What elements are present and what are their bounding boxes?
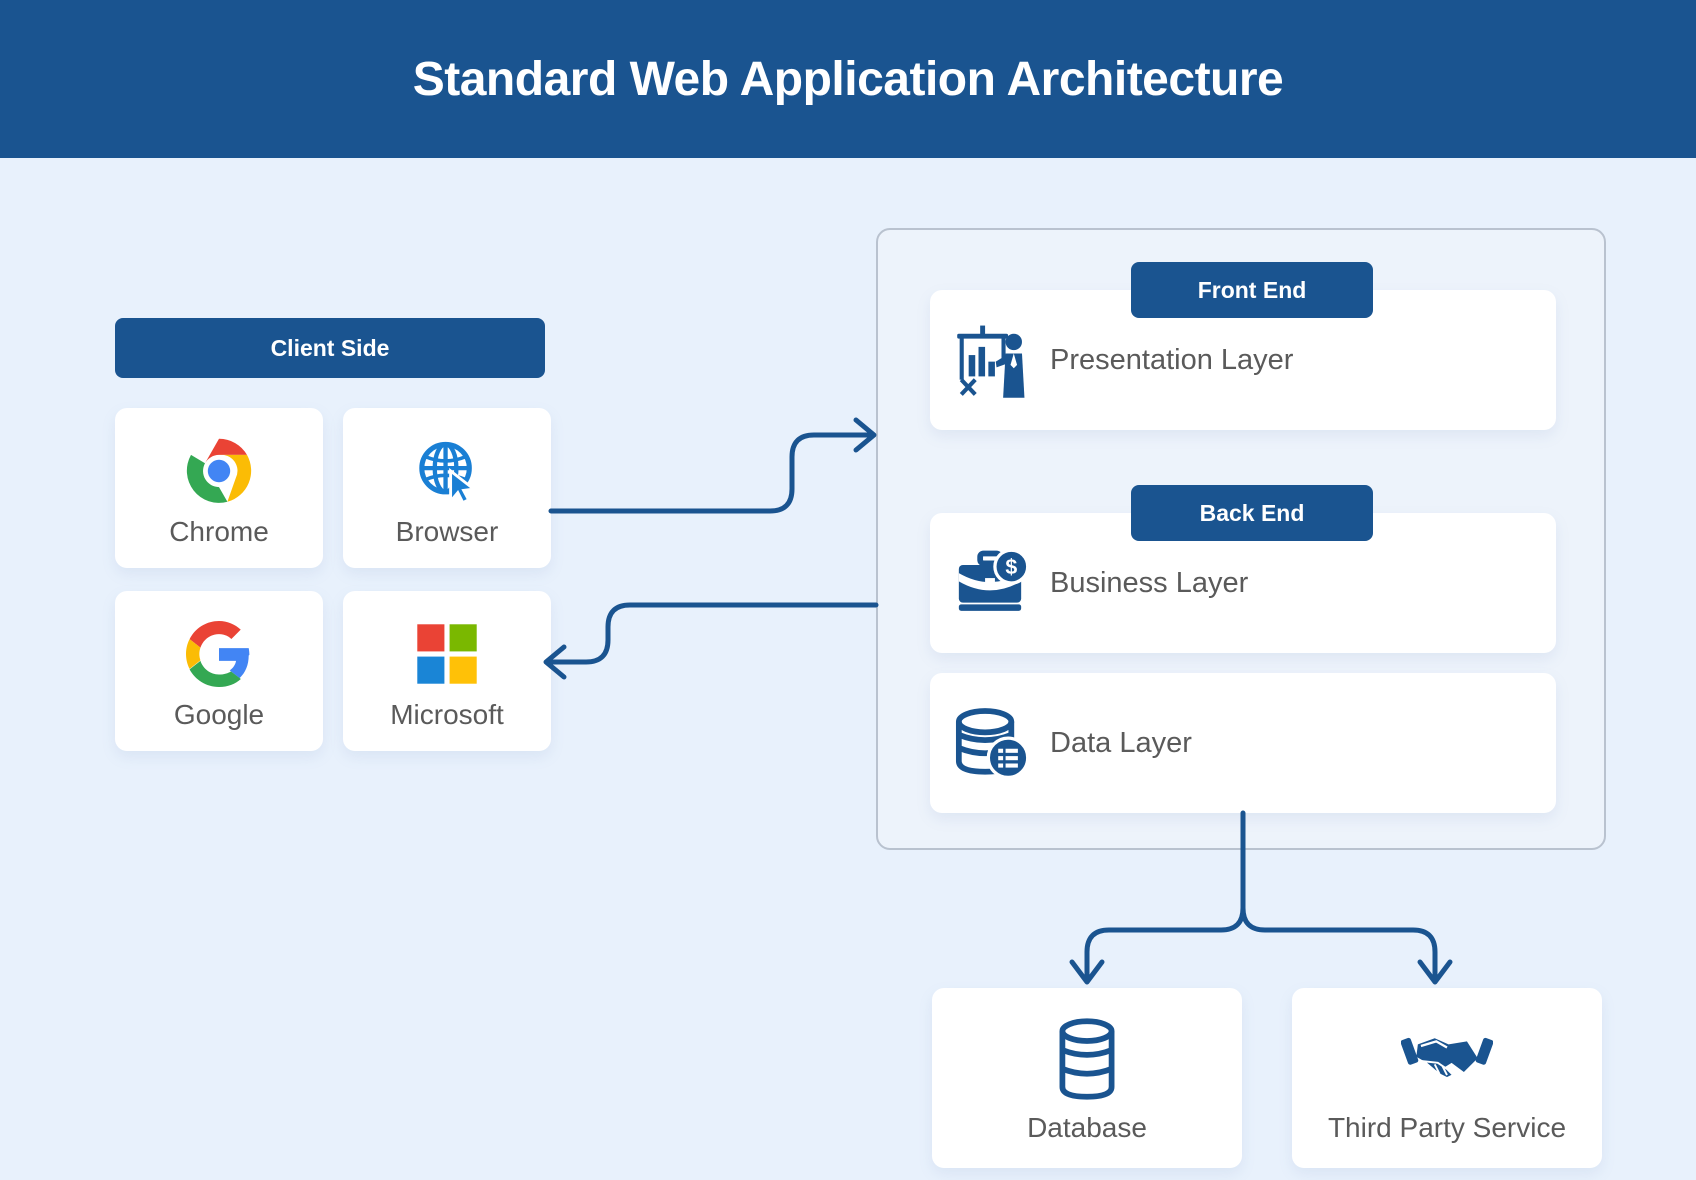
client-tile-label: Microsoft	[390, 699, 504, 730]
database-cylinder-icon	[932, 1016, 1242, 1102]
layer-card-label: Presentation Layer	[1050, 343, 1294, 376]
client-tile-microsoft[interactable]: Microsoft	[343, 591, 551, 751]
layer-card-label: Business Layer	[1050, 566, 1249, 599]
client-tile-chrome[interactable]: Chrome	[115, 408, 323, 568]
presenter-chart-icon	[930, 319, 1050, 401]
client-tile-browser[interactable]: Browser	[343, 408, 551, 568]
client-tile-label: Chrome	[169, 516, 269, 547]
bottom-card-third-party-service[interactable]: Third Party Service	[1292, 988, 1602, 1168]
layer-card-label: Data Layer	[1050, 726, 1192, 759]
bottom-card-label: Third Party Service	[1327, 1112, 1567, 1143]
back-end-badge: Back End	[1131, 485, 1373, 541]
bottom-card-label: Database	[1027, 1112, 1147, 1143]
front-end-badge-label: Front End	[1197, 276, 1307, 303]
chrome-logo-icon	[115, 434, 323, 508]
svg-text:$: $	[1005, 555, 1017, 579]
briefcase-dollar-icon: $	[930, 542, 1050, 624]
connector-client-to-frontend	[548, 417, 877, 514]
database-list-icon	[930, 702, 1050, 784]
microsoft-logo-icon	[343, 617, 551, 691]
bottom-card-database[interactable]: Database	[932, 988, 1242, 1168]
handshake-icon	[1292, 1016, 1602, 1102]
page-title: Standard Web Application Architecture	[412, 52, 1284, 106]
layer-card-data[interactable]: Data Layer	[930, 673, 1556, 813]
page-header: Standard Web Application Architecture	[0, 0, 1696, 158]
connector-backend-to-client	[543, 602, 879, 680]
client-tile-google[interactable]: Google	[115, 591, 323, 751]
back-end-badge-label: Back End	[1199, 499, 1305, 526]
client-side-badge: Client Side	[115, 318, 545, 378]
front-end-badge: Front End	[1131, 262, 1373, 318]
client-tile-label: Google	[173, 699, 265, 730]
client-side-badge-label: Client Side	[270, 334, 390, 361]
globe-cursor-icon	[343, 434, 551, 508]
client-tile-label: Browser	[395, 516, 499, 547]
google-logo-icon	[115, 617, 323, 691]
